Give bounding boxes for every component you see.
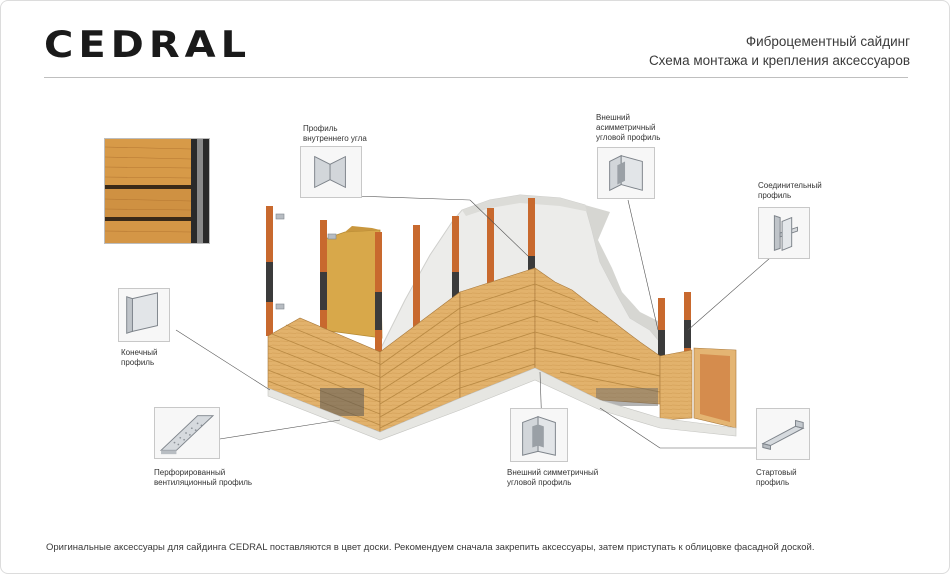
siding-corner-right: [660, 348, 736, 428]
callout-outer-sym-line1: Внешний симметричный: [507, 468, 598, 478]
callout-starter-line2: профиль: [756, 478, 797, 488]
callout-connecting: Соединительный профиль: [758, 181, 822, 201]
end-profile-icon: [118, 288, 170, 342]
callout-outer-asym-line1: Внешний: [596, 113, 660, 123]
starter-profile-icon: [756, 408, 810, 460]
callout-outer-asym-line2: асимметричный: [596, 123, 660, 133]
callout-perforated: Перфорированный вентиляционный профиль: [154, 468, 252, 488]
insulation-panel: [322, 226, 382, 338]
callout-connecting-line1: Соединительный: [758, 181, 822, 191]
callout-starter-line1: Стартовый: [756, 468, 797, 478]
wood-texture-icon: [104, 138, 210, 244]
callout-inner-corner: Профиль внутреннего угла: [303, 124, 367, 144]
callout-starter: Стартовый профиль: [756, 468, 797, 488]
connecting-profile-icon: [758, 207, 810, 259]
outer-sym-corner-icon: [510, 408, 568, 462]
footer-note: Оригинальные аксессуары для сайдинга CED…: [46, 542, 814, 553]
callout-end-profile-line2: профиль: [121, 358, 158, 368]
callout-inner-corner-line2: внутреннего угла: [303, 134, 367, 144]
callout-outer-sym: Внешний симметричный угловой профиль: [507, 468, 598, 488]
callout-end-profile: Конечный профиль: [121, 348, 158, 368]
callout-outer-asym-line3: угловой профиль: [596, 133, 660, 143]
callout-inner-corner-line1: Профиль: [303, 124, 367, 134]
callout-outer-asym: Внешний асимметричный угловой профиль: [596, 113, 660, 143]
callout-perforated-line2: вентиляционный профиль: [154, 478, 252, 488]
inner-corner-profile-icon: [300, 146, 362, 198]
outer-asym-corner-icon: [597, 147, 655, 199]
callout-connecting-line2: профиль: [758, 191, 822, 201]
perforated-vent-profile-icon: [154, 407, 220, 459]
callout-end-profile-line1: Конечный: [121, 348, 158, 358]
callout-perforated-line1: Перфорированный: [154, 468, 252, 478]
callout-outer-sym-line2: угловой профиль: [507, 478, 598, 488]
